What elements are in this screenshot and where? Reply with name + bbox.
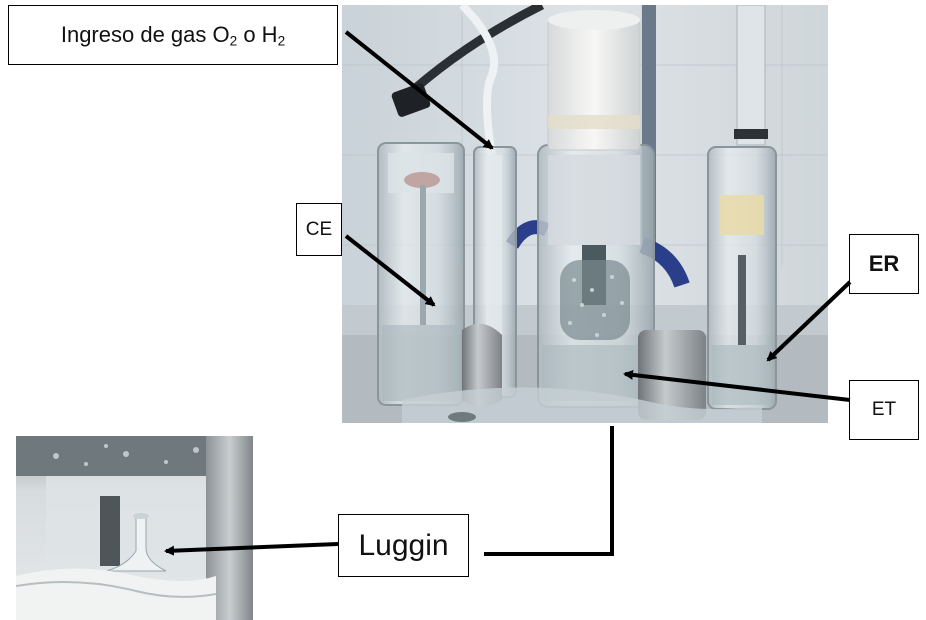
working-electrode-label: ET — [849, 380, 919, 440]
electrochemical-cell-photo — [342, 5, 828, 423]
reference-electrode-label: ER — [849, 234, 919, 294]
gas-inlet-label-text: Ingreso de gas O2 o H2 — [60, 21, 286, 49]
luggin-label: Luggin — [338, 514, 469, 577]
luggin-connector-line — [484, 426, 614, 556]
luggin-capillary-photo — [16, 436, 253, 620]
counter-electrode-label: CE — [296, 203, 342, 256]
gas-inlet-label: Ingreso de gas O2 o H2 — [8, 5, 338, 65]
